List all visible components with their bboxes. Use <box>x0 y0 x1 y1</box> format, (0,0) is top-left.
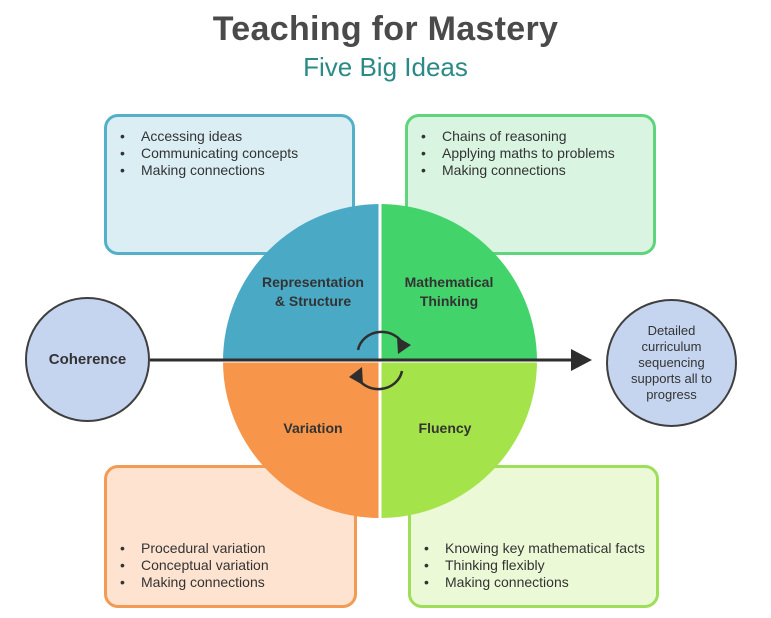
outcome-label: Detailed curriculum sequencing supports … <box>631 323 712 402</box>
bullet-item: Conceptual variation <box>120 557 269 574</box>
quadrant-variation <box>223 361 380 518</box>
bullet-item: Making connections <box>120 162 352 179</box>
quadrant-label-line: Mathematical <box>404 274 494 290</box>
bullet-item: Applying maths to problems <box>421 145 653 162</box>
quadrant-label-variation: Variation <box>283 420 343 436</box>
quadrant-label-mathematical-thinking: Mathematical Thinking <box>384 273 514 311</box>
bullet-item: Chains of reasoning <box>421 128 653 145</box>
page-subtitle: Five Big Ideas <box>303 52 468 82</box>
bullet-item: Communicating concepts <box>120 145 352 162</box>
bullet-item: Making connections <box>120 574 269 591</box>
quadrant-label-line: Thinking <box>419 293 479 309</box>
quadrant-label-line: Representation <box>262 274 364 290</box>
bullet-list: Procedural variation Conceptual variatio… <box>107 540 269 591</box>
bullet-item: Knowing key mathematical facts <box>424 540 645 557</box>
bullet-list: Chains of reasoning Applying maths to pr… <box>408 117 653 179</box>
quadrant-representation-structure <box>223 204 380 361</box>
coherence-circle: Coherence <box>25 297 150 422</box>
bullet-item: Making connections <box>421 162 653 179</box>
page-title: Teaching for Mastery <box>212 10 559 48</box>
quadrant-label-line: & Structure <box>274 293 352 309</box>
bullet-item: Procedural variation <box>120 540 269 557</box>
quadrant-label-fluency: Fluency <box>418 420 472 436</box>
arrow-right-icon <box>571 349 592 371</box>
quadrant-mathematical-thinking <box>380 204 537 361</box>
bullet-item: Accessing ideas <box>120 128 352 145</box>
outcome-circle: Detailed curriculum sequencing supports … <box>606 299 737 427</box>
bullet-list: Knowing key mathematical facts Thinking … <box>411 540 645 591</box>
quadrant-label-representation: Representation & Structure <box>246 273 380 311</box>
box-mathematical-thinking: Chains of reasoning Applying maths to pr… <box>405 114 656 255</box>
bullet-item: Thinking flexibly <box>424 557 645 574</box>
bullet-list: Accessing ideas Communicating concepts M… <box>107 117 352 179</box>
coherence-label: Coherence <box>48 351 127 368</box>
cycle-arrowheads <box>349 337 411 385</box>
bullet-item: Making connections <box>424 574 645 591</box>
quadrant-fluency <box>380 361 537 518</box>
